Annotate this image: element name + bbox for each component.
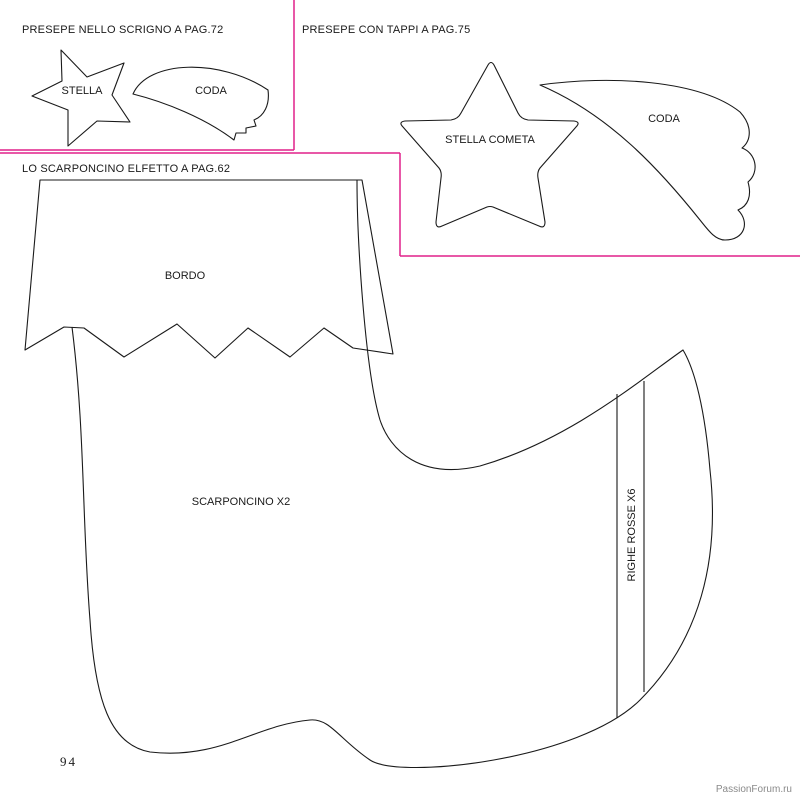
big-star-shape (400, 61, 579, 228)
cuff-label: BORDO (165, 270, 206, 282)
small-star-shape (31, 49, 131, 147)
small-tail-label: CODA (195, 85, 227, 97)
big-star-label: STELLA COMETA (445, 134, 535, 146)
stripes-label: RIGHE ROSSE X6 (626, 489, 638, 582)
cuff-shape (24, 179, 394, 359)
small-tail-shape (132, 66, 269, 141)
big-tail-shape (539, 79, 756, 241)
section-scrigno: PRESEPE NELLO SCRIGNO A PAG.72 STELLA CO… (22, 24, 269, 147)
page-number: 94 (60, 754, 77, 769)
section-title-scarponcino: LO SCARPONCINO ELFETTO A PAG.62 (22, 163, 230, 175)
stripe-lines (616, 381, 645, 718)
section-tappi: PRESEPE CON TAPPI A PAG.75 STELLA COMETA… (302, 24, 756, 241)
boot-body-shape (71, 179, 713, 768)
big-tail-label: CODA (648, 113, 680, 125)
section-title-scrigno: PRESEPE NELLO SCRIGNO A PAG.72 (22, 24, 223, 36)
section-scarponcino: LO SCARPONCINO ELFETTO A PAG.62 BORDO SC… (22, 163, 713, 768)
section-dividers (0, 0, 800, 257)
small-star-label: STELLA (62, 85, 104, 97)
watermark: PassionForum.ru (716, 784, 792, 795)
boot-label: SCARPONCINO X2 (192, 496, 290, 508)
section-title-tappi: PRESEPE CON TAPPI A PAG.75 (302, 24, 470, 36)
